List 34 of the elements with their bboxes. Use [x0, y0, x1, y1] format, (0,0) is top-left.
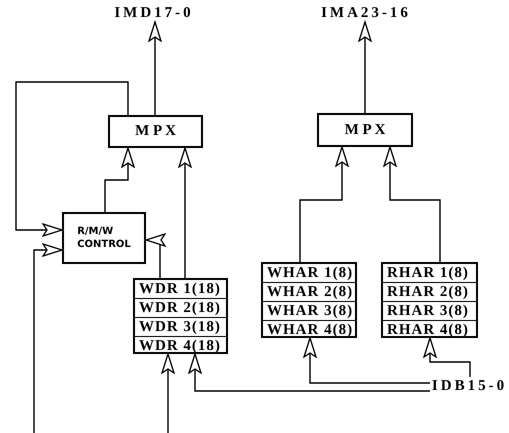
- bus-arrow: [383, 146, 441, 262]
- register-stack: [381, 262, 478, 338]
- register-row: WDR 3(18): [135, 318, 226, 337]
- control-box: R/M/W CONTROL: [62, 212, 146, 264]
- bus-label: IMA23-16: [312, 4, 420, 22]
- bus-arrow: [188, 353, 430, 392]
- bus-arrow: [104, 147, 135, 212]
- register-row: WHAR 1(8): [263, 264, 355, 283]
- register-row: RHAR 4(8): [383, 321, 476, 339]
- register-row: WDR 4(18): [135, 337, 226, 355]
- bus-arrow: [358, 21, 372, 113]
- register-row: RHAR 2(8): [383, 283, 476, 302]
- bus-arrow: [178, 147, 192, 278]
- register-row: WDR 2(18): [135, 299, 226, 318]
- bus-label: IMD17-0: [108, 4, 200, 22]
- bus-arrow: [423, 337, 471, 377]
- register-row: WHAR 4(8): [263, 321, 355, 339]
- register-row: WHAR 2(8): [263, 283, 355, 302]
- multiplexer-box: M P X: [317, 113, 413, 147]
- bus-arrow: [303, 337, 430, 384]
- bus-label: IDB15-0: [430, 377, 509, 395]
- register-stack: [261, 262, 357, 338]
- bus-arrow: [299, 146, 349, 262]
- register-row: RHAR 1(8): [383, 264, 476, 283]
- bus-arrow: [33, 243, 63, 433]
- register-row: RHAR 3(8): [383, 302, 476, 321]
- register-stack: [133, 278, 228, 354]
- bus-arrow: [15, 81, 129, 237]
- bus-arrow: [145, 233, 166, 278]
- multiplexer-box: M P X: [108, 115, 203, 148]
- bus-arrow: [148, 21, 162, 115]
- register-row: WHAR 3(8): [263, 302, 355, 321]
- register-row: WDR 1(18): [135, 280, 226, 299]
- bus-arrow: [161, 353, 175, 433]
